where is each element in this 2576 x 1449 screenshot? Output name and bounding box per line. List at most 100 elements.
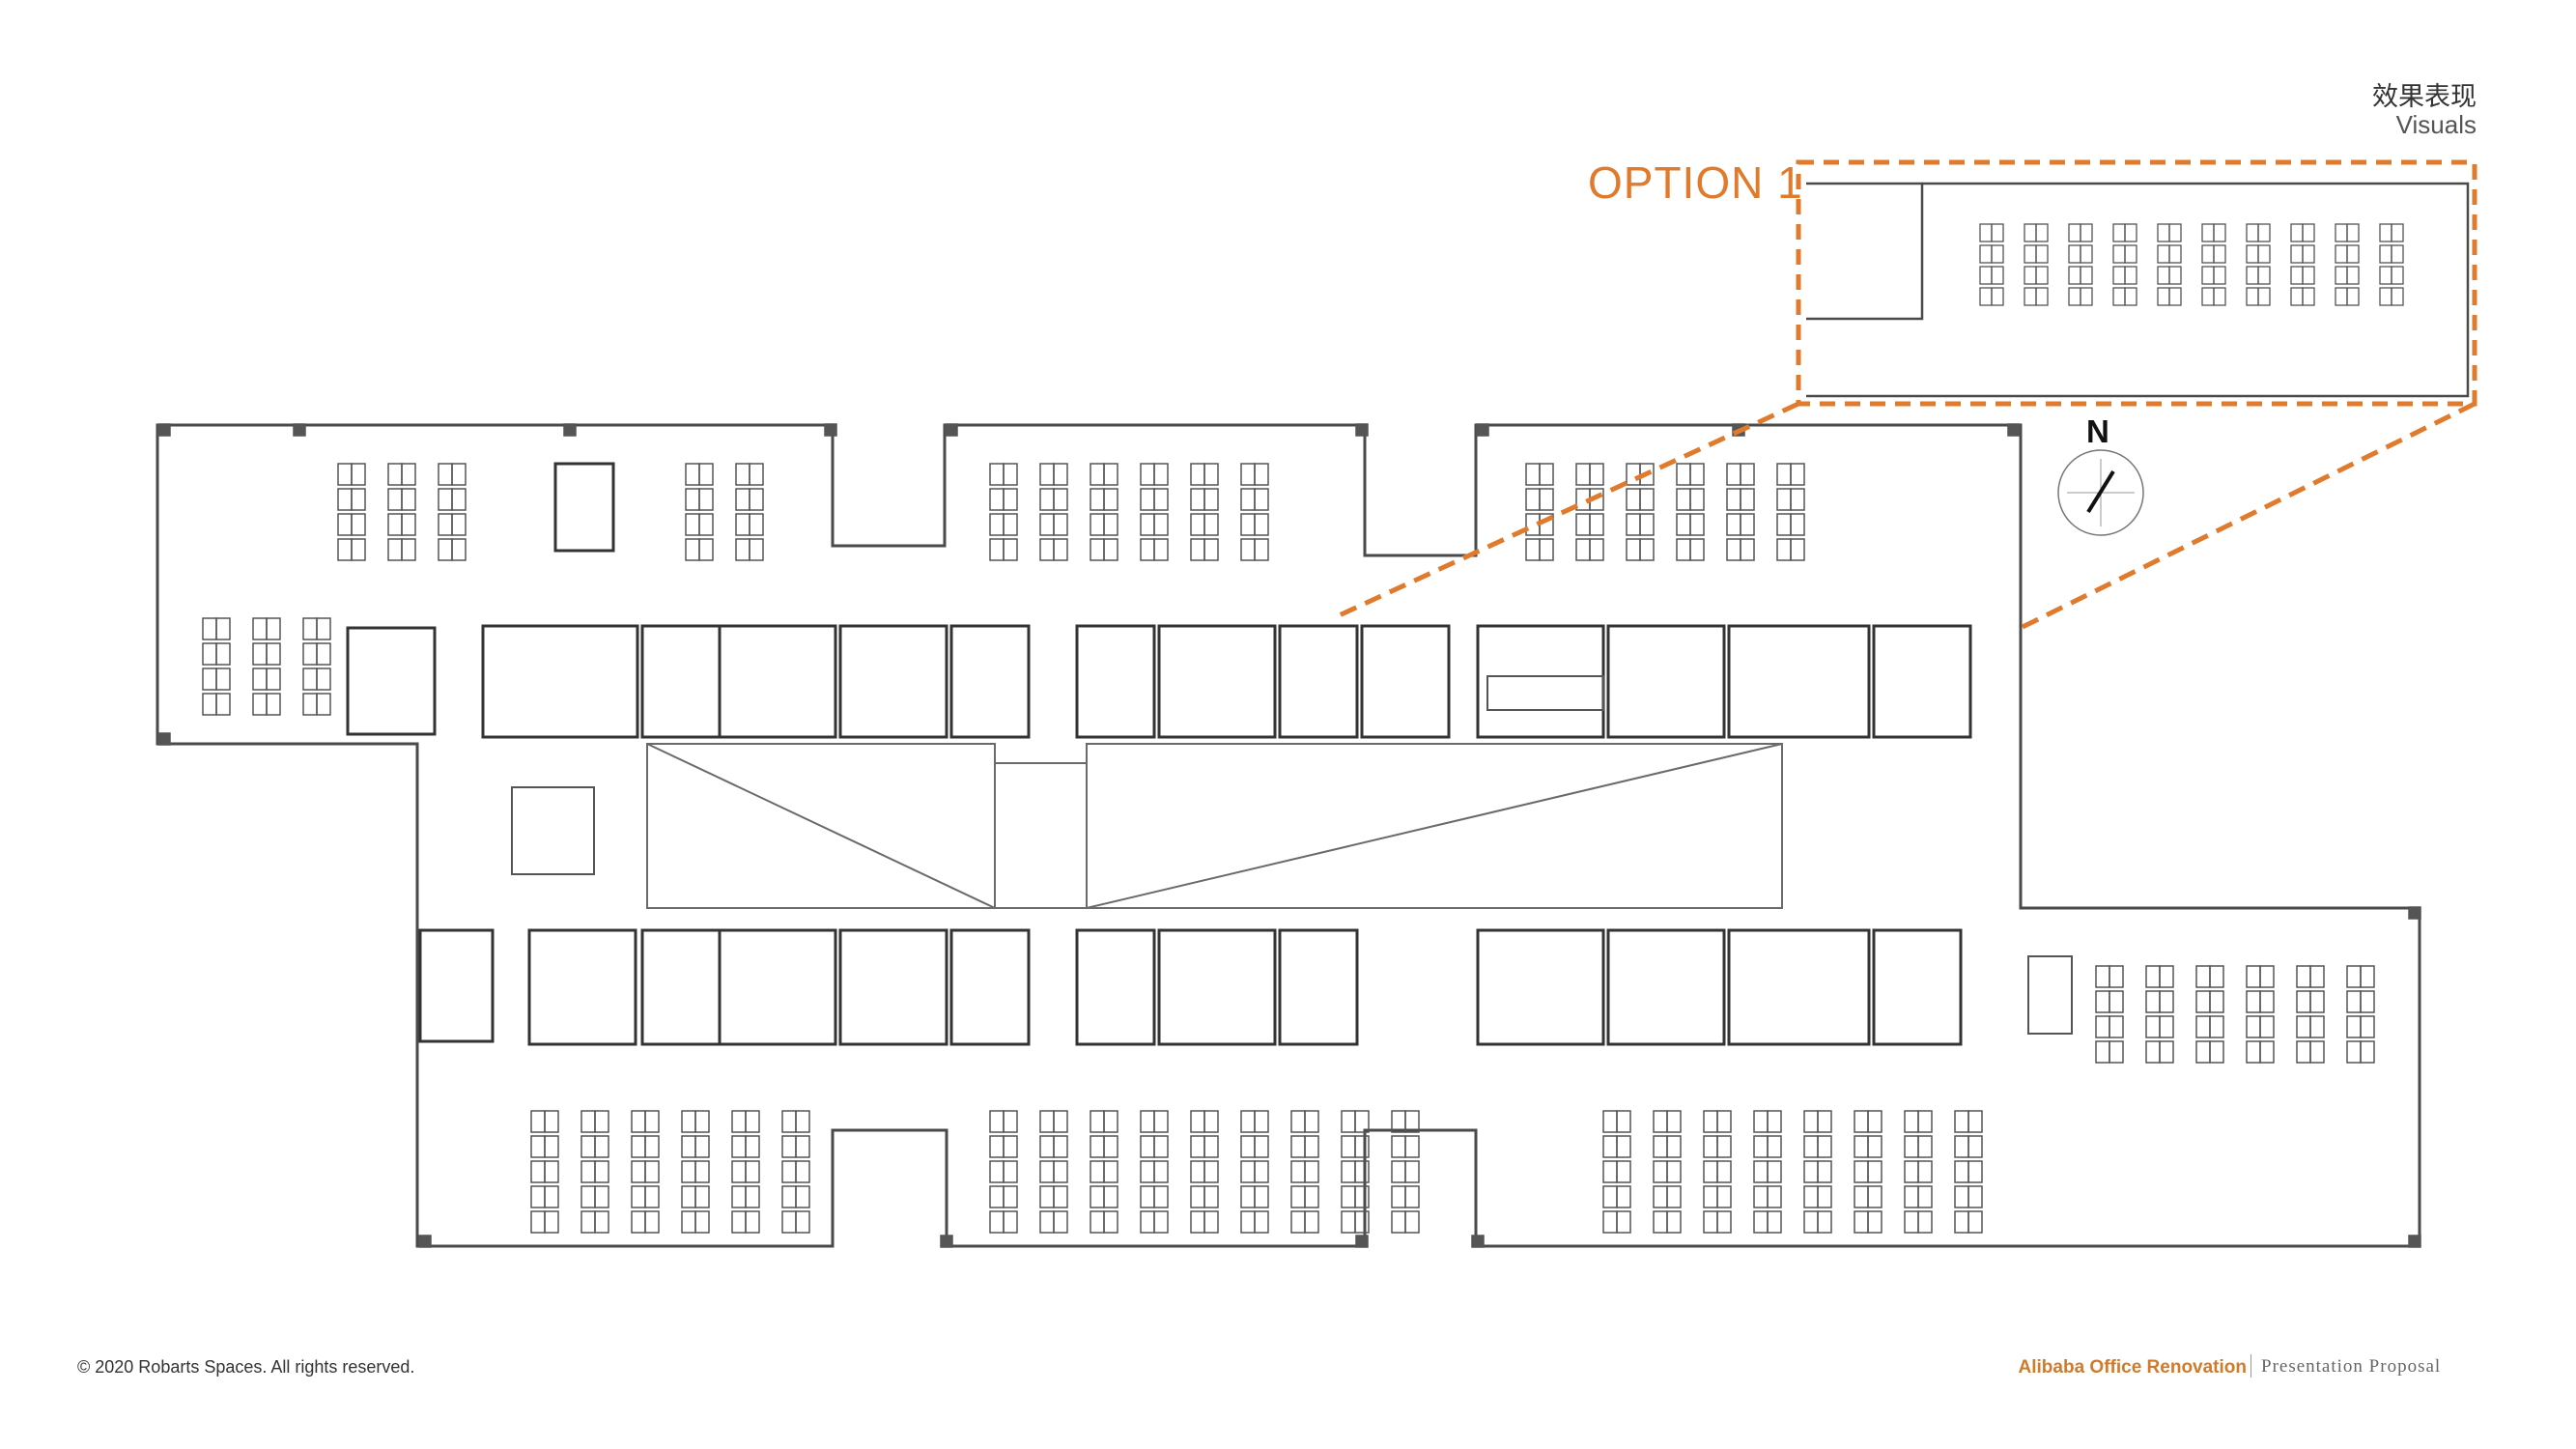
- desk: [1740, 513, 1755, 536]
- desk: [2246, 965, 2261, 988]
- desk: [252, 693, 268, 716]
- desk: [2209, 1015, 2224, 1038]
- inset-desk: [2068, 223, 2081, 242]
- desk: [795, 1210, 810, 1234]
- desk: [2346, 1040, 2362, 1064]
- desk: [698, 513, 714, 536]
- desk: [731, 1160, 747, 1183]
- desk: [1653, 1185, 1668, 1208]
- desk: [1917, 1160, 1933, 1183]
- structural-column: [157, 423, 171, 437]
- desk: [1716, 1185, 1732, 1208]
- desk: [1140, 1160, 1155, 1183]
- desk: [1240, 538, 1256, 561]
- core-rooms: [346, 462, 2073, 1046]
- desk: [731, 1185, 747, 1208]
- inset-desk: [1979, 287, 1993, 306]
- desk: [989, 538, 1005, 561]
- desk: [544, 1135, 559, 1158]
- desk: [1817, 1210, 1832, 1234]
- desk: [698, 538, 714, 561]
- desk: [1753, 1160, 1769, 1183]
- desk: [1967, 1185, 1983, 1208]
- inset-desk: [2246, 287, 2259, 306]
- desk: [2159, 1015, 2174, 1038]
- room: [949, 928, 1031, 1046]
- desk: [1341, 1160, 1356, 1183]
- desk: [1153, 1110, 1169, 1133]
- desk: [745, 1110, 760, 1133]
- inset-desk: [2335, 223, 2348, 242]
- desk: [1790, 488, 1805, 511]
- desk: [2159, 1040, 2174, 1064]
- desk: [1053, 488, 1068, 511]
- inset-desk: [2068, 266, 2081, 285]
- desk: [1626, 488, 1641, 511]
- room: [838, 928, 948, 1046]
- room: [1157, 928, 1277, 1046]
- desk: [1954, 1160, 1969, 1183]
- desk: [631, 1135, 646, 1158]
- desk: [1391, 1210, 1406, 1234]
- desk: [745, 1185, 760, 1208]
- desk: [1525, 538, 1541, 561]
- desk: [749, 463, 764, 486]
- inset-desk: [2246, 223, 2259, 242]
- desk: [1240, 1110, 1256, 1133]
- desk: [1254, 1210, 1269, 1234]
- desk: [351, 488, 366, 511]
- inset-desk: [2335, 287, 2348, 306]
- desk: [1290, 1185, 1306, 1208]
- inset-desk: [2246, 266, 2259, 285]
- structural-column: [1355, 1235, 1369, 1248]
- desk: [795, 1135, 810, 1158]
- desk: [2159, 990, 2174, 1013]
- desk: [1639, 538, 1655, 561]
- desk: [1254, 463, 1269, 486]
- inset-desk: [2024, 244, 2037, 264]
- inset-desk: [2346, 244, 2360, 264]
- room: [346, 626, 437, 736]
- courtyard-core: [994, 762, 1088, 909]
- desk: [1404, 1110, 1420, 1133]
- desk: [1854, 1160, 1869, 1183]
- desk: [735, 513, 750, 536]
- desk: [1140, 488, 1155, 511]
- desk: [1740, 463, 1755, 486]
- inset-desk: [2112, 266, 2126, 285]
- desk: [1090, 1185, 1105, 1208]
- desk: [1404, 1185, 1420, 1208]
- desk: [1304, 1160, 1319, 1183]
- desk: [1290, 1110, 1306, 1133]
- desk: [544, 1160, 559, 1183]
- desk: [1153, 488, 1169, 511]
- desk: [1153, 463, 1169, 486]
- meeting-table: [2027, 955, 2073, 1035]
- desk: [1703, 1210, 1718, 1234]
- inset-desk: [2124, 266, 2137, 285]
- desk: [438, 513, 453, 536]
- desk: [1103, 513, 1118, 536]
- desk: [387, 488, 403, 511]
- desk: [1190, 1110, 1205, 1133]
- desk: [1753, 1110, 1769, 1133]
- structural-column: [1476, 423, 1489, 437]
- desk: [1904, 1135, 1919, 1158]
- room: [527, 928, 637, 1046]
- inset-desk: [2168, 287, 2182, 306]
- desk: [387, 513, 403, 536]
- desk: [451, 488, 467, 511]
- desk: [1103, 488, 1118, 511]
- option-1-frame: [1796, 159, 2477, 407]
- meeting-table: [511, 786, 595, 875]
- inset-desk: [1991, 244, 2004, 264]
- desk: [1676, 538, 1691, 561]
- inset-desk: [2080, 287, 2093, 306]
- room: [553, 462, 615, 553]
- inset-desk: [2024, 266, 2037, 285]
- desk: [681, 1185, 696, 1208]
- desk: [749, 538, 764, 561]
- desk: [1867, 1135, 1882, 1158]
- desk: [1103, 463, 1118, 486]
- desk: [1304, 1185, 1319, 1208]
